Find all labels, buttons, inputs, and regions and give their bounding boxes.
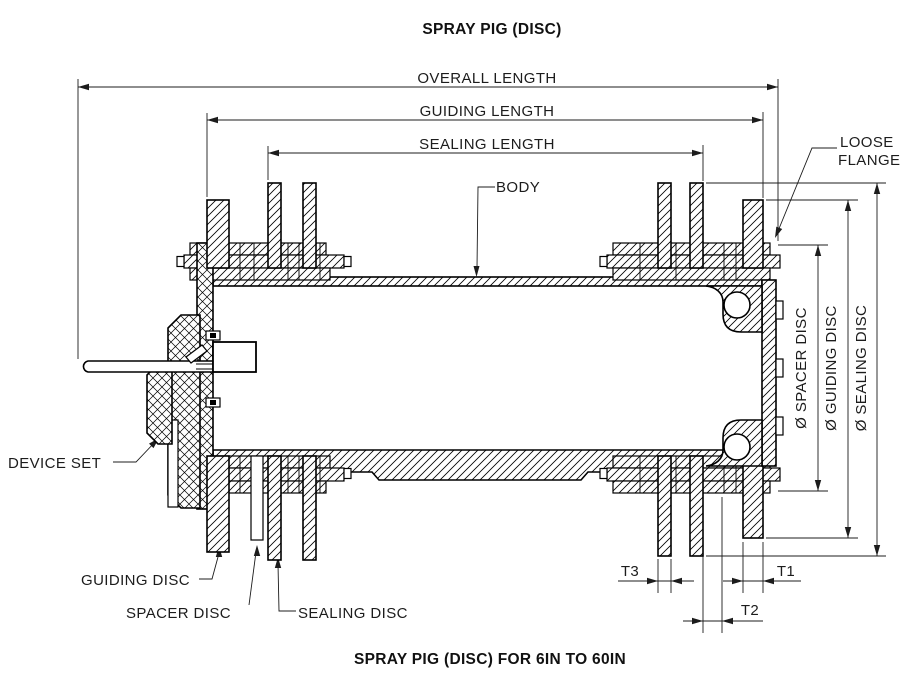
guiding-disc-leader	[199, 556, 219, 580]
dia-spacer-disc-label: Ø SPACER DISC	[793, 307, 810, 429]
dim-arrow-icon	[647, 577, 658, 585]
sealing-length-label: SEALING LENGTH	[419, 136, 555, 153]
diameter-dimension-lines	[817, 183, 878, 556]
sealing-length-dimension	[267, 145, 704, 181]
sealing-disc-top-left	[302, 182, 317, 269]
bracket-hole	[723, 291, 751, 319]
loose-flange-label-line1: LOOSE	[840, 134, 894, 151]
overall-length-dimension	[77, 79, 779, 359]
pig-body	[212, 276, 763, 481]
rod-connector	[185, 344, 208, 364]
rod-entry-lines	[196, 363, 213, 370]
guiding-disc-top-right	[742, 199, 764, 269]
dim-arrow-icon	[722, 617, 733, 625]
drawing-caption: SPRAY PIG (DISC) FOR 6IN TO 60IN	[354, 651, 626, 668]
dim-arrow-icon	[207, 116, 218, 124]
spacer-disc-label: SPACER DISC	[126, 605, 231, 622]
guiding-disc-label: GUIDING DISC	[81, 572, 190, 589]
dim-arrow-icon	[78, 83, 89, 91]
device-set-plate	[167, 419, 179, 508]
loose-flange-label-line2: FLANGE	[838, 152, 900, 169]
guiding-disc-top-left	[206, 199, 230, 269]
dim-arrow-icon	[763, 577, 774, 585]
sealing-disc-bottom-left	[302, 455, 317, 561]
drawing-title: SPRAY PIG (DISC)	[422, 21, 561, 38]
dim-arrow-icon	[873, 183, 881, 194]
device-set-label: DEVICE SET	[8, 455, 101, 472]
dim-arrow-icon	[732, 577, 743, 585]
guiding-length-dimension	[206, 112, 764, 198]
loose-flange	[761, 279, 777, 467]
guiding-disc-bottom-left	[206, 455, 230, 553]
spray-rod	[82, 360, 214, 373]
flange-bar	[189, 267, 331, 281]
drawing-labels: SPRAY PIG (DISC) SPRAY PIG (DISC) FOR 6I…	[8, 21, 900, 668]
bolt-tab	[775, 416, 784, 436]
thickness-dimension-lines	[618, 580, 801, 622]
internal-mount-block	[212, 341, 257, 373]
bolt-tab	[775, 358, 784, 378]
dim-arrow-icon	[692, 617, 703, 625]
t1-label: T1	[777, 563, 795, 580]
dim-arrow-icon	[814, 245, 822, 256]
bolt-nut	[176, 255, 185, 268]
bolt-tab	[775, 300, 784, 320]
diameter-extension-lines	[706, 182, 886, 557]
leader-arrow-icon	[274, 557, 282, 568]
dim-arrow-icon	[814, 480, 822, 491]
sealing-disc-label: SEALING DISC	[298, 605, 408, 622]
body-label: BODY	[496, 179, 540, 196]
leader-arrow-icon	[775, 226, 783, 238]
guiding-length-label: GUIDING LENGTH	[420, 103, 555, 120]
sealing-disc-top-left	[267, 182, 282, 269]
sealing-disc-top-right	[689, 182, 704, 269]
bracket-hole	[723, 433, 751, 461]
device-set-assembly	[82, 314, 257, 509]
body-leader	[476, 186, 495, 269]
leader-arrow-icon	[473, 266, 480, 277]
guiding-disc-bottom-right	[742, 455, 764, 539]
dim-arrow-icon	[844, 527, 852, 538]
mount-bolt-head	[210, 333, 216, 338]
bolt-nut	[343, 467, 352, 480]
dim-arrow-icon	[844, 200, 852, 211]
mount-bolt-head	[210, 400, 216, 405]
bolt-nut	[599, 255, 608, 268]
sealing-disc-leader	[277, 563, 296, 612]
bolt-division-lines	[639, 243, 737, 493]
sealing-disc-bottom-left	[267, 455, 282, 561]
dim-arrow-icon	[873, 545, 881, 556]
dia-sealing-disc-label: Ø SEALING DISC	[853, 305, 870, 431]
flange-bar	[612, 267, 771, 281]
dim-arrow-icon	[671, 577, 682, 585]
overall-length-label: OVERALL LENGTH	[417, 70, 556, 87]
dim-arrow-icon	[268, 149, 279, 157]
sealing-disc-bottom-right	[689, 455, 704, 557]
device-set-leader	[113, 440, 157, 463]
dim-arrow-icon	[767, 83, 778, 91]
dim-arrow-icon	[692, 149, 703, 157]
dim-arrow-icon	[752, 116, 763, 124]
sealing-disc-top-right	[657, 182, 672, 269]
left-flange-assembly	[176, 182, 352, 561]
spacer-disc-leader	[248, 551, 257, 606]
device-set-block	[146, 363, 173, 445]
dimension-lines	[77, 79, 886, 633]
t2-label: T2	[741, 602, 759, 619]
leader-arrow-icon	[253, 545, 261, 556]
loose-flange-leader	[775, 147, 837, 237]
sealing-disc-bottom-right	[657, 455, 672, 557]
spacer-disc-bottom-left	[250, 455, 264, 541]
thickness-extension-lines	[657, 497, 764, 633]
bolt-nut	[343, 255, 352, 268]
t3-label: T3	[621, 563, 639, 580]
dia-guiding-disc-label: Ø GUIDING DISC	[823, 305, 840, 431]
right-flange-assembly	[599, 182, 784, 557]
bolt-nut	[599, 467, 608, 480]
